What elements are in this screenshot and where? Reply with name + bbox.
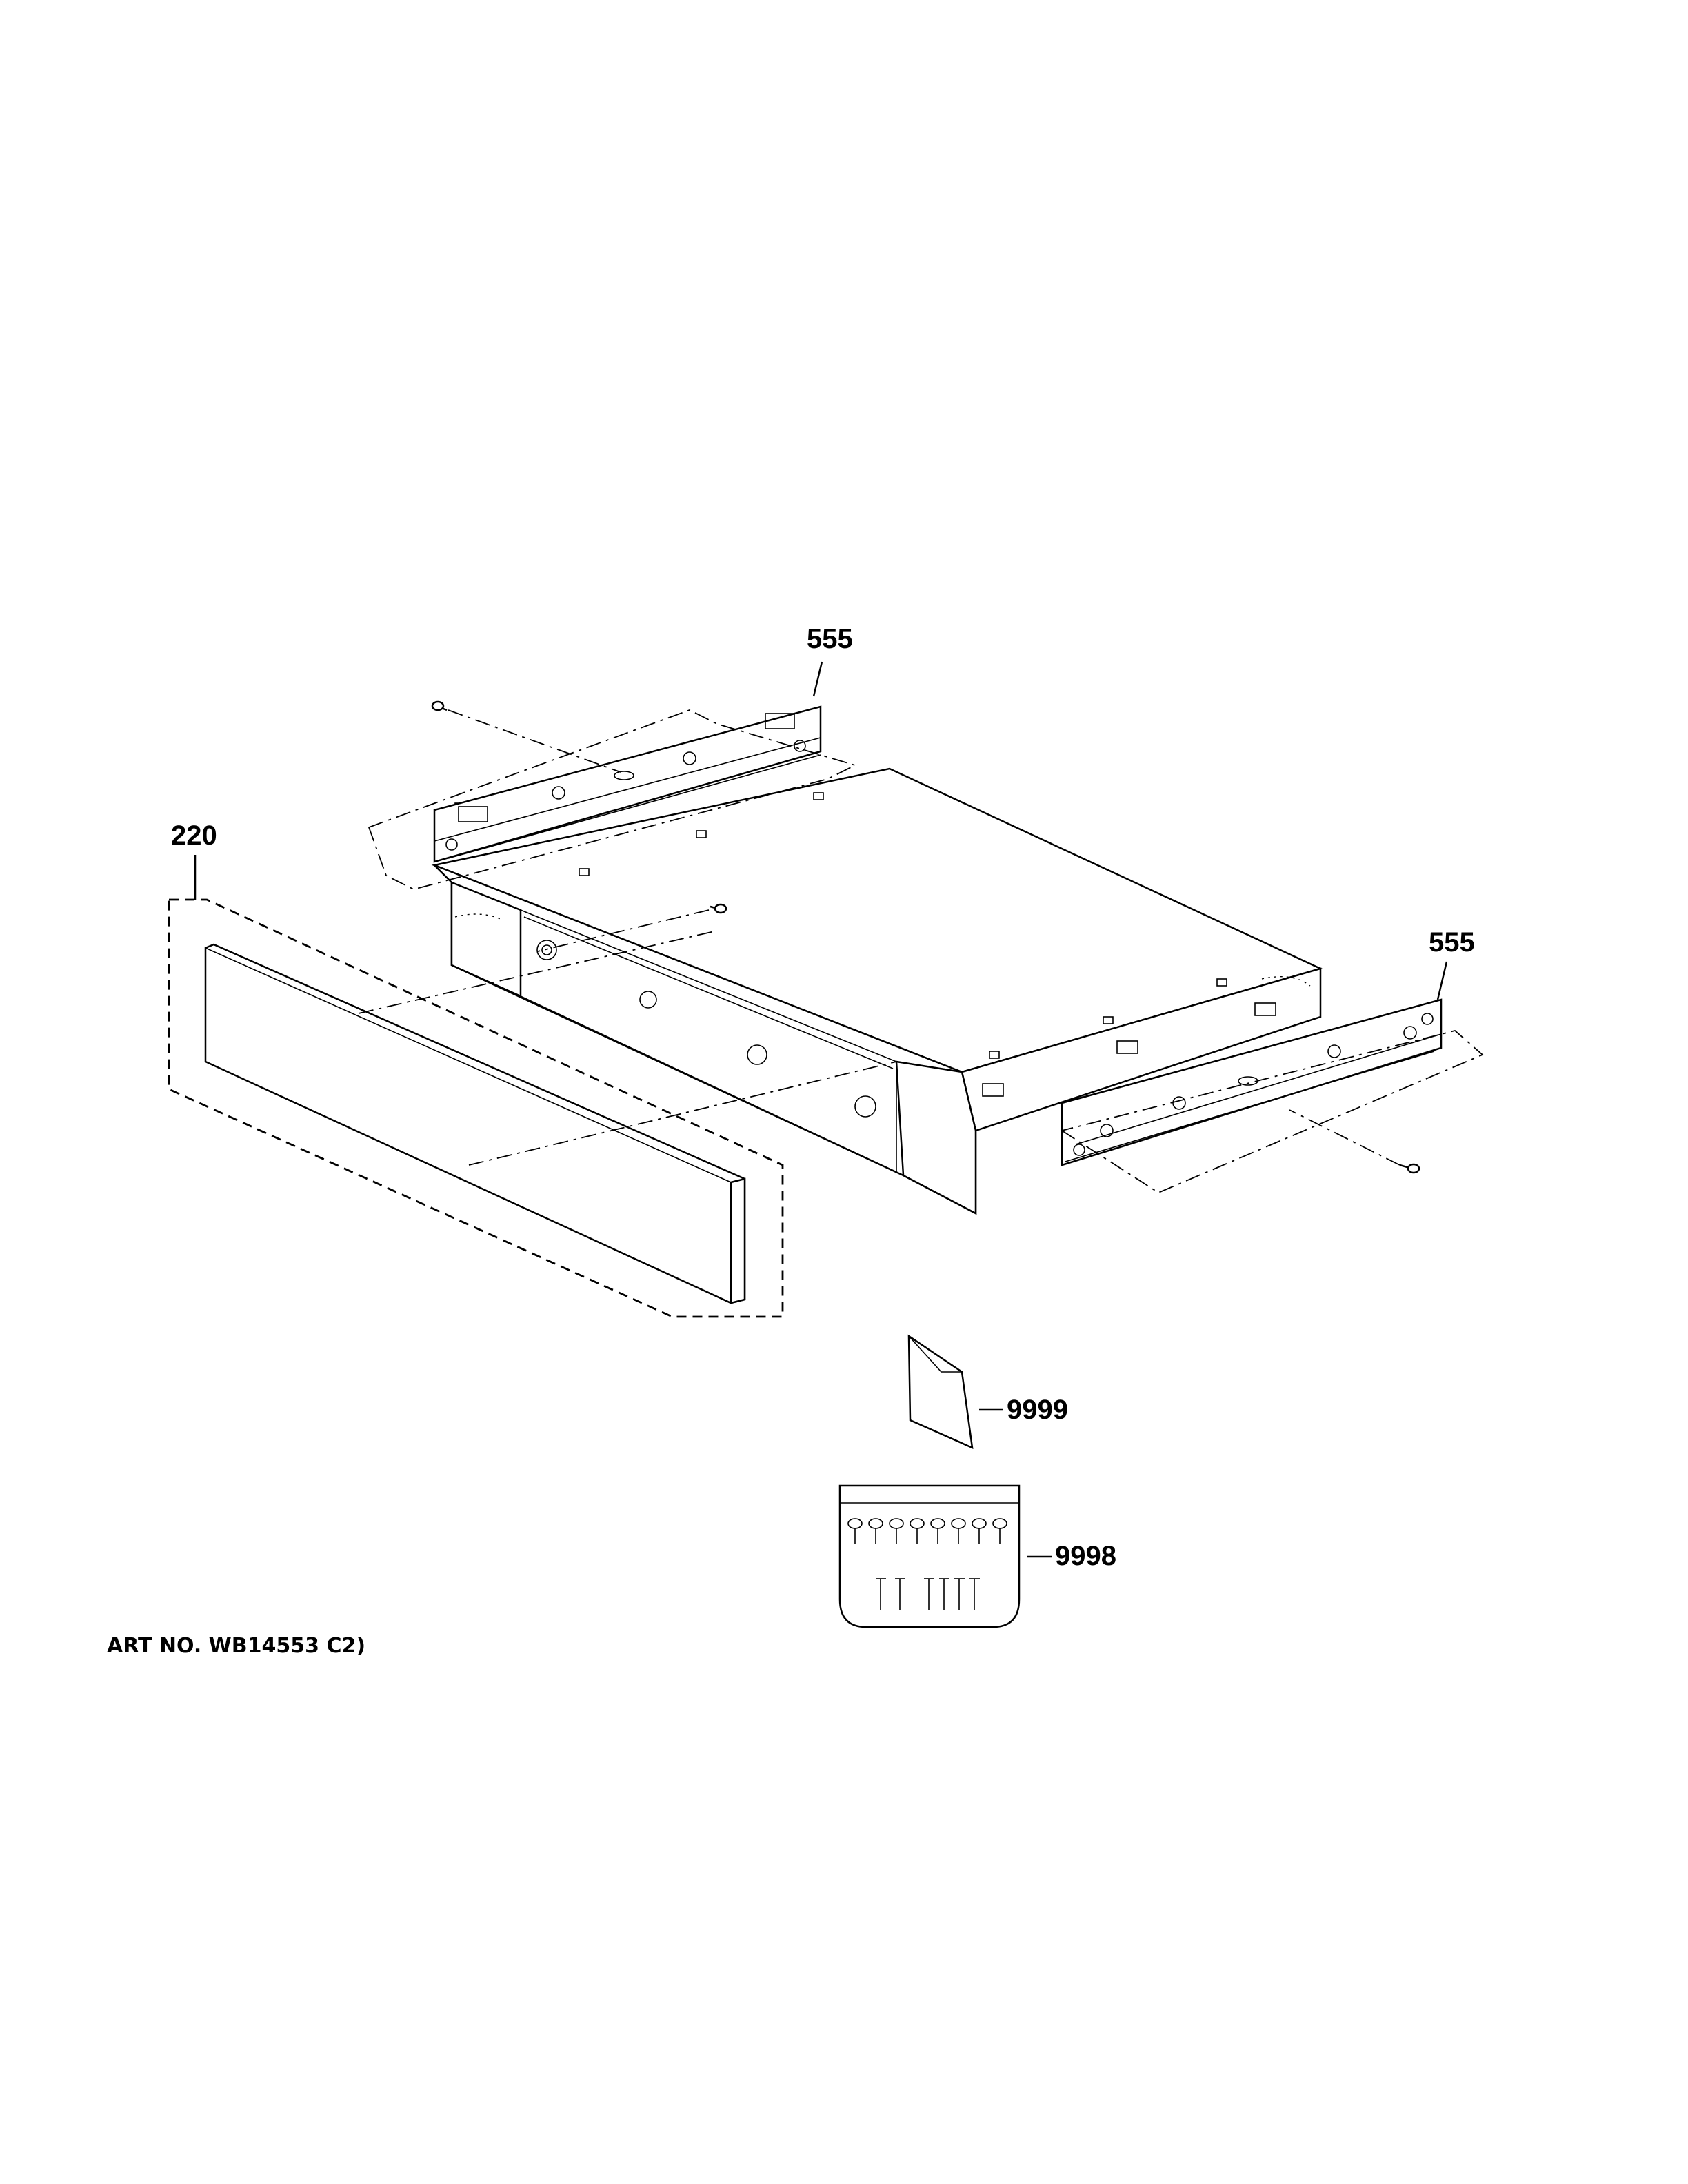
leader-lines (194, 661, 1448, 1558)
mounting-bracket-left (433, 705, 822, 863)
bolt-row (847, 1518, 1007, 1544)
literature-envelope (907, 1334, 974, 1450)
callout-9998: 9998 (1055, 1541, 1116, 1571)
screw-top (431, 700, 448, 711)
mounting-bracket-right (1061, 998, 1443, 1166)
callout-9999: 9999 (1007, 1395, 1068, 1425)
callout-555-right: 555 (1429, 927, 1475, 958)
screw-bottom-right (1399, 1163, 1420, 1174)
callout-555-top: 555 (807, 624, 853, 654)
callout-220: 220 (171, 820, 217, 851)
screw-row (876, 1578, 980, 1610)
hardware-kit-bag (838, 1484, 1021, 1628)
front-panel (204, 943, 746, 1304)
drawer-housing (431, 767, 1323, 1215)
art-number: ART NO. WB14553 C2) (107, 1634, 366, 1658)
screw-middle (710, 903, 727, 914)
